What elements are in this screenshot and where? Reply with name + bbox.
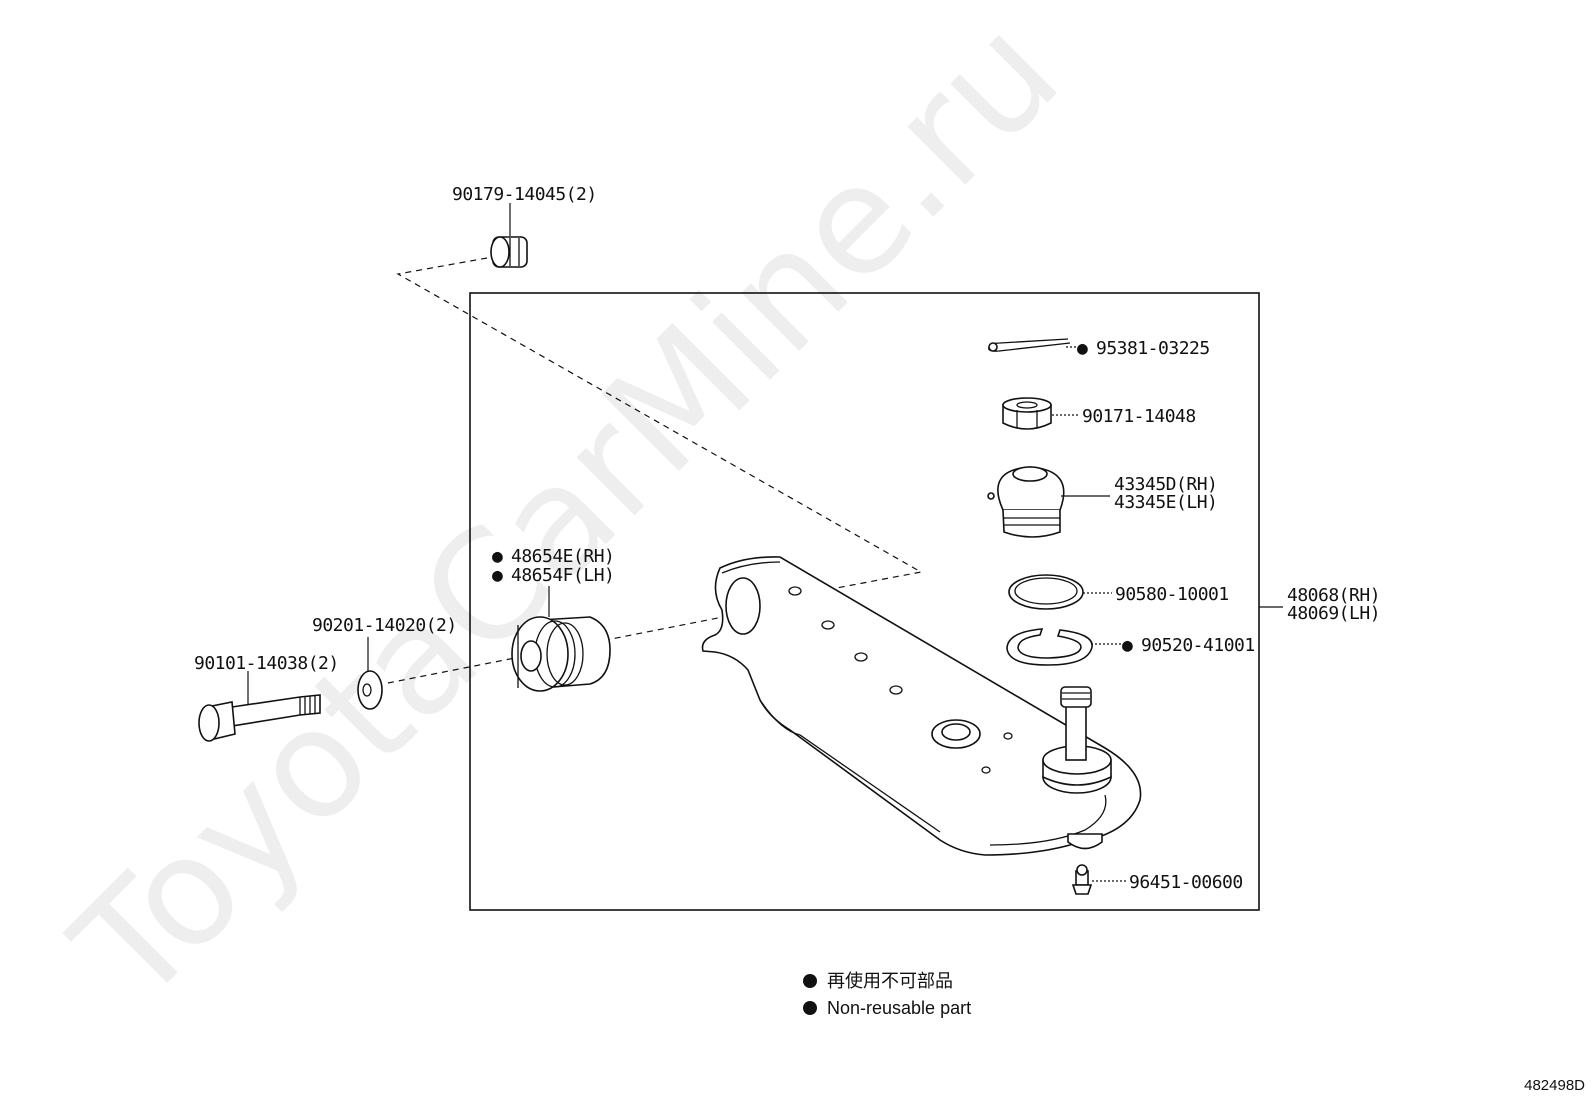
flange-nut-icon bbox=[490, 236, 528, 268]
bolt-centerline bbox=[387, 615, 729, 684]
dust-cover-rh-part-number: 43345D(RH) bbox=[1114, 474, 1217, 495]
legend-marker-jp bbox=[803, 974, 817, 988]
watermark: ToyotaCarMine.ru bbox=[42, 0, 1092, 1036]
arm-rh-part-number: 48068(RH) bbox=[1287, 585, 1380, 606]
dust-cover-icon bbox=[987, 466, 1065, 538]
ring-icon bbox=[1008, 574, 1084, 610]
washer-icon bbox=[357, 670, 383, 710]
figure-id: 482498D bbox=[1524, 1077, 1585, 1094]
snap-ring-icon bbox=[1006, 628, 1093, 666]
legend-en: Non-reusable part bbox=[827, 998, 971, 1018]
legend-jp: 再使用不可部品 bbox=[827, 971, 953, 991]
bushing-rh-part-number: 48654E(RH) bbox=[511, 546, 614, 567]
snap-ring-part-number: 90520-41001 bbox=[1141, 635, 1255, 656]
assembly-frame bbox=[469, 292, 1260, 911]
lower-arm-icon bbox=[701, 556, 1142, 856]
bushing-rh-marker: ● bbox=[492, 546, 503, 567]
ring-part-number: 90580-10001 bbox=[1115, 584, 1229, 605]
arm-lh-part-number: 48069(LH) bbox=[1287, 603, 1380, 624]
bushing-lh-marker: ● bbox=[492, 565, 503, 586]
nut-part-number: 90179-14045(2) bbox=[452, 184, 597, 205]
bolt-part-number: 90101-14038(2) bbox=[194, 653, 339, 674]
legend-marker-en bbox=[803, 1001, 817, 1015]
cotter-pin-marker: ● bbox=[1077, 338, 1088, 359]
bolt-icon bbox=[198, 694, 321, 742]
grease-fitting-part-number: 96451-00600 bbox=[1129, 872, 1243, 893]
cotter-pin-part-number: 95381-03225 bbox=[1096, 338, 1210, 359]
castle-nut-part-number: 90171-14048 bbox=[1082, 406, 1196, 427]
dust-cover-lh-part-number: 43345E(LH) bbox=[1114, 492, 1217, 513]
bushing-icon bbox=[511, 616, 611, 692]
snap-ring-marker: ● bbox=[1122, 635, 1133, 656]
grease-fitting-icon bbox=[1071, 864, 1093, 895]
nut-dashed-leader bbox=[396, 257, 923, 591]
bushing-lh-part-number: 48654F(LH) bbox=[511, 565, 614, 586]
cotter-pin-icon bbox=[988, 338, 1071, 352]
castle-nut-icon bbox=[1002, 397, 1052, 430]
washer-part-number: 90201-14020(2) bbox=[312, 615, 457, 636]
